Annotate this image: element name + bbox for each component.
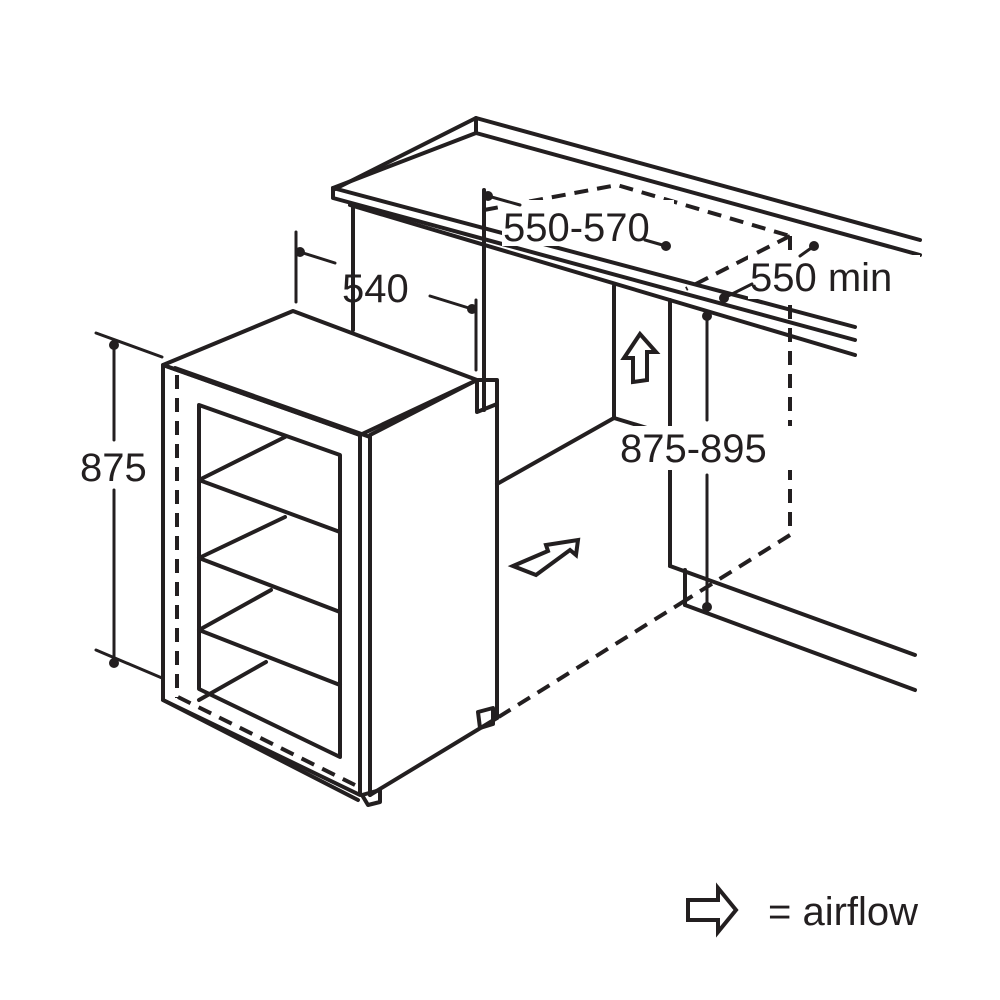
dimension-label-875: 875 <box>80 446 147 490</box>
dimension-label-550-570: 550-570 <box>503 206 650 250</box>
dimension-appliance-height: 875 <box>80 331 164 680</box>
legend-label: = airflow <box>768 890 918 934</box>
dimension-niche-width: 550-570 <box>483 191 674 251</box>
dimension-label-875-895: 875-895 <box>620 427 767 471</box>
dimension-niche-depth: 550 min <box>719 241 920 303</box>
wine-cooler <box>161 309 499 807</box>
dimension-label-550-min: 550 min <box>750 256 892 300</box>
airflow-up-arrow <box>620 330 661 385</box>
airflow-arrow-icon <box>686 882 739 938</box>
countertop <box>331 116 922 357</box>
appliance-feet <box>360 706 495 807</box>
dimension-appliance-depth: 540 <box>294 230 478 372</box>
airflow-in-arrow <box>507 537 581 578</box>
dimension-niche-height: 875-895 <box>618 311 794 612</box>
legend: = airflow <box>686 882 918 938</box>
shelves <box>197 435 342 702</box>
dimension-label-540: 540 <box>342 267 409 311</box>
